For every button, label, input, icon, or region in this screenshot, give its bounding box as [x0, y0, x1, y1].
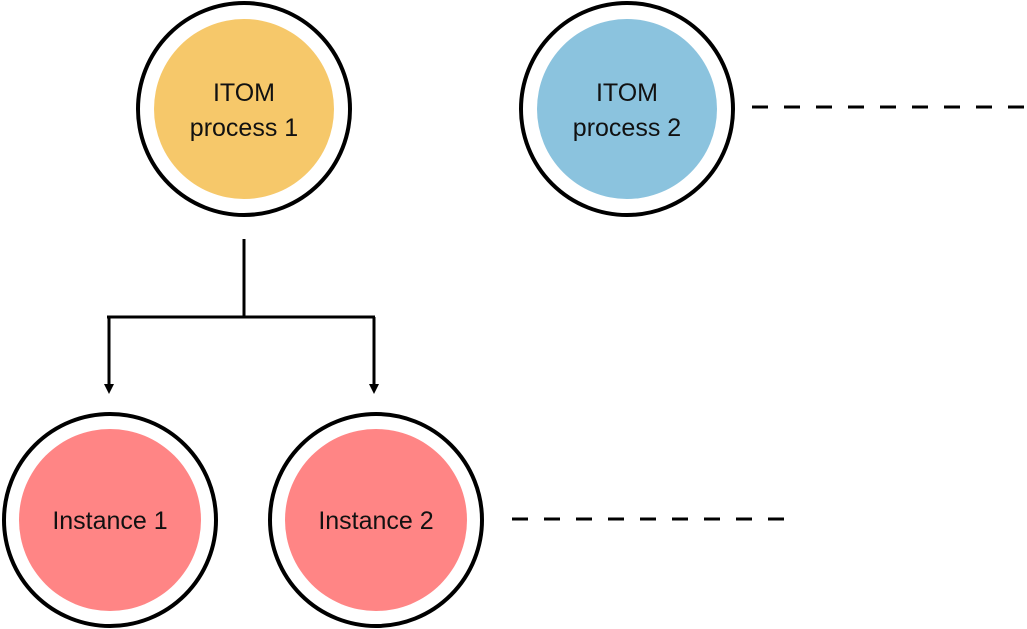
itom-process-1-node: ITOM process 1 — [136, 1, 352, 217]
process-2-label-line1: ITOM — [596, 79, 658, 107]
process-1-label-line2: process 1 — [190, 114, 298, 142]
process-1-label-line1: ITOM — [213, 79, 275, 107]
process-2-inner-circle — [537, 19, 717, 199]
instance-1-label: Instance 1 — [52, 507, 167, 535]
process-2-label-line2: process 2 — [573, 114, 681, 142]
instance-1-node: Instance 1 — [2, 412, 218, 628]
instance-2-inner-circle — [285, 429, 467, 611]
instance-1-inner-circle — [19, 429, 201, 611]
instance-2-node: Instance 2 — [268, 412, 484, 628]
instance-2-label: Instance 2 — [318, 507, 433, 535]
branch-connector — [104, 239, 379, 394]
itom-process-2-node: ITOM process 2 — [519, 1, 735, 217]
process-1-inner-circle — [154, 19, 334, 199]
